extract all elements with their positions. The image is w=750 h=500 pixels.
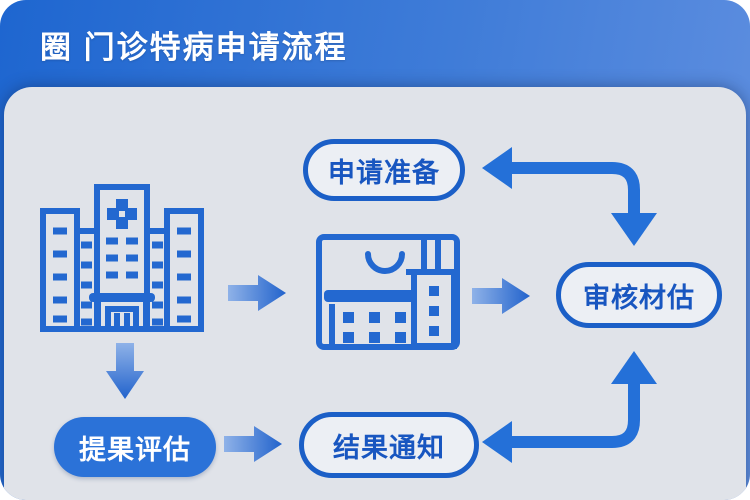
flowchart-panel: 申请准备 [4, 87, 746, 500]
office-building-icon [312, 230, 464, 354]
arrowhead-up-to-review [611, 351, 657, 384]
node-review: 审核材估 [556, 262, 722, 328]
node-evaluate: 提果评估 [54, 417, 216, 477]
node-notify-label: 结果通知 [333, 432, 445, 463]
page-title: 圈 门诊特病申请流程 [40, 29, 348, 65]
node-notify: 结果通知 [299, 412, 479, 478]
node-review-label: 审核材估 [583, 282, 695, 313]
connector-review-to-notify [510, 382, 640, 448]
arrow-hospital-to-evaluate-icon [103, 343, 147, 401]
arrowhead-left-to-notify [482, 421, 512, 463]
arrow-hospital-to-office-icon [228, 272, 288, 314]
node-evaluate-label: 提果评估 [79, 434, 191, 465]
header-bar: 圈 门诊特病申请流程 [0, 0, 750, 88]
arrowhead-down-to-review [611, 213, 657, 246]
arrow-evaluate-to-notify-icon [224, 423, 284, 465]
node-prepare: 申请准备 [303, 139, 465, 201]
arrowhead-left-to-prepare [482, 147, 512, 189]
hospital-icon [34, 177, 208, 337]
arrow-office-to-review-icon [472, 275, 532, 317]
connector-review-to-prepare [510, 162, 640, 214]
node-prepare-label: 申请准备 [328, 157, 440, 188]
